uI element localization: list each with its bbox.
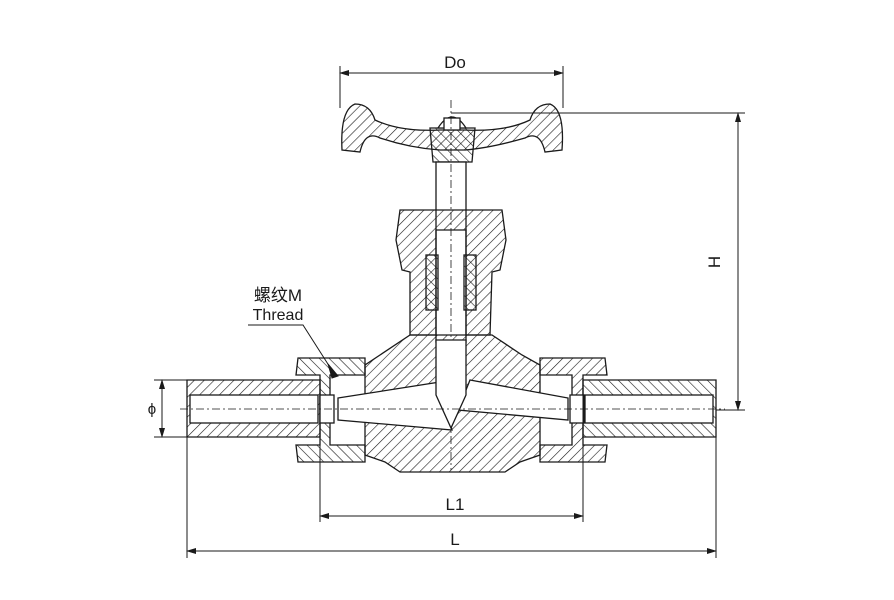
label-do: Do <box>444 53 466 72</box>
handwheel <box>341 103 564 163</box>
right-pipe <box>569 379 717 438</box>
left-union-nut <box>295 357 366 463</box>
label-phi: ϕ <box>148 401 156 418</box>
label-l1: L1 <box>446 495 465 514</box>
dimension-lines <box>154 66 745 558</box>
left-pipe <box>186 379 335 438</box>
label-thread-cn: 螺纹M <box>254 286 302 305</box>
label-l: L <box>450 530 459 549</box>
valve-body <box>337 334 569 473</box>
bonnet <box>395 209 507 336</box>
label-h: H <box>705 256 724 268</box>
label-thread-en: Thread <box>253 307 304 324</box>
